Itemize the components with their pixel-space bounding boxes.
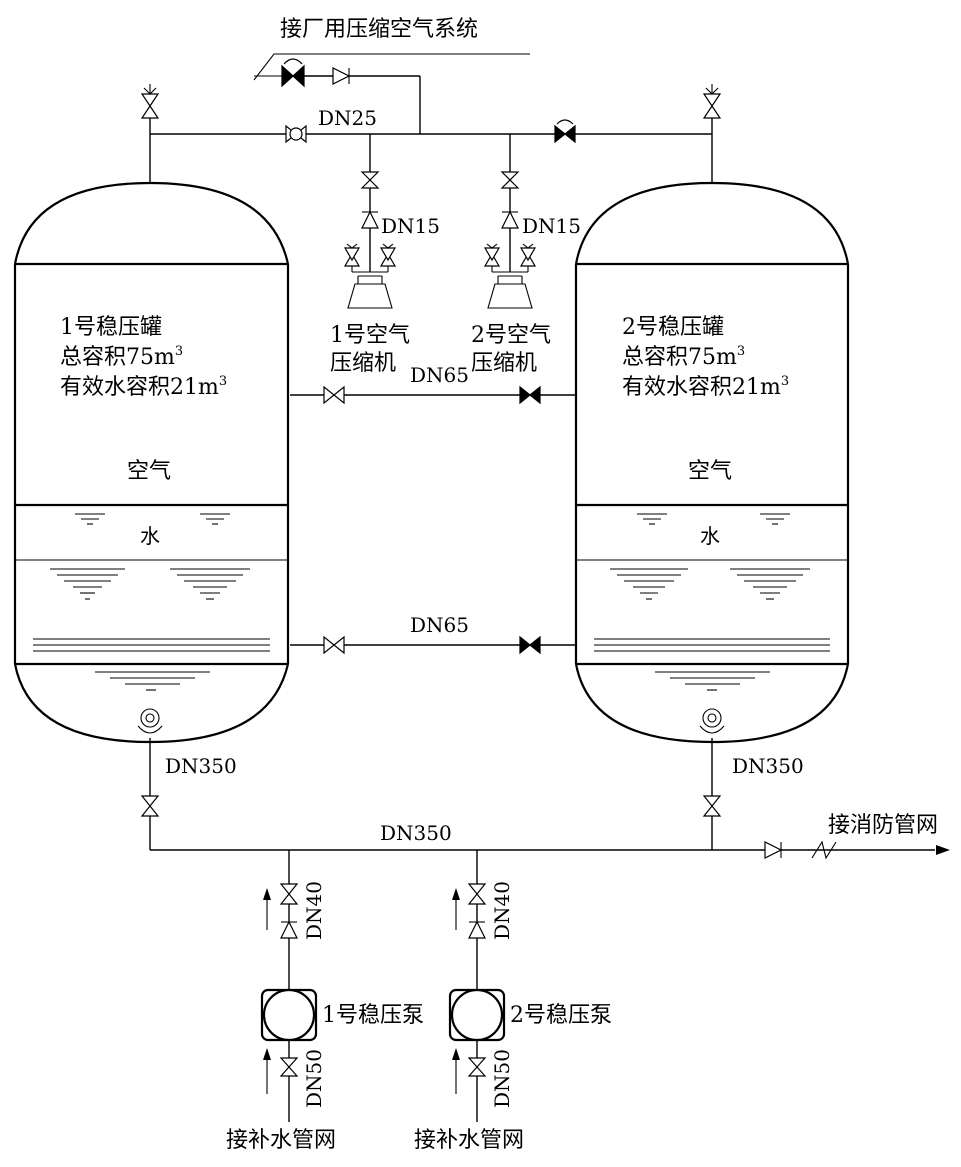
safety-valve-left-icon	[140, 84, 160, 119]
pump-2-branch	[452, 883, 487, 1094]
tank-2: 2号稳压罐 总容积75m3 有效水容积21m3 空气 水	[574, 181, 850, 744]
tank-1-air-label: 空气	[127, 459, 171, 484]
butterfly-valve-air-balance-icon	[519, 385, 541, 405]
tank-2-name: 2号稳压罐	[622, 315, 724, 340]
dn50-left-label: DN50	[302, 1049, 326, 1108]
butterfly-valve-right-icon	[554, 119, 576, 144]
dn65-air-label: DN65	[410, 363, 469, 387]
pump-1-icon	[260, 988, 318, 1042]
gate-valve-tank-1-outlet-icon	[140, 795, 160, 817]
dn65-water-label: DN65	[410, 613, 469, 637]
flexible-joint-icon	[811, 840, 837, 860]
air-supply-valve-icon	[281, 58, 305, 88]
compressor-2-label-line2: 压缩机	[471, 351, 537, 376]
makeup-water-left-label: 接补水管网	[226, 1128, 336, 1153]
dn350-main-label: DN350	[380, 821, 452, 845]
pump-2-label: 2号稳压泵	[510, 1003, 612, 1028]
air-compressor-1-icon	[343, 243, 397, 309]
makeup-water-right-label: 接补水管网	[414, 1128, 524, 1153]
tank-2-water-label: 水	[700, 524, 720, 548]
gate-valve-air-balance-icon	[323, 385, 345, 405]
compressed-air-system-label: 接厂用压缩空气系统	[280, 17, 478, 42]
dn15-right-label: DN15	[522, 214, 581, 238]
water-level-marks	[33, 513, 270, 691]
butterfly-valve-dn25-icon	[285, 124, 307, 144]
fire-network-label: 接消防管网	[828, 813, 938, 838]
air-supply-check-valve-icon	[332, 67, 351, 85]
tank-2-air-label: 空气	[688, 459, 732, 484]
tank-2-effective-volume: 有效水容积21m3	[622, 374, 789, 400]
compressor-2-label-line1: 2号空气	[471, 323, 551, 348]
dn50-right-label: DN50	[490, 1049, 514, 1108]
compressor-branch-right	[500, 171, 520, 229]
safety-valve-right-icon	[702, 84, 722, 119]
compressor-1-label-line1: 1号空气	[330, 323, 410, 348]
anti-vortex-outlet-icon	[699, 708, 725, 734]
tank-2-total-volume: 总容积75m3	[622, 344, 745, 370]
tank-1-effective-volume: 有效水容积21m3	[60, 374, 227, 400]
pump-1-branch	[263, 883, 299, 1094]
dn350-right-label: DN350	[732, 754, 804, 778]
dn15-left-label: DN15	[381, 214, 440, 238]
compressor-branch-left	[360, 171, 380, 229]
gate-valve-water-balance-icon	[323, 635, 345, 655]
air-compressor-2-icon	[483, 243, 537, 309]
dn40-right-label: DN40	[490, 881, 514, 940]
compressor-1-label-line2: 压缩机	[330, 351, 396, 376]
dn350-left-label: DN350	[165, 754, 237, 778]
tank-1-total-volume: 总容积75m3	[60, 344, 183, 370]
tank-1-water-label: 水	[140, 524, 160, 548]
water-level-marks	[594, 513, 830, 691]
pump-1-label: 1号稳压泵	[322, 1003, 424, 1028]
fire-network-check-valve-icon	[764, 841, 783, 859]
tank-1-name: 1号稳压罐	[60, 315, 162, 340]
dn40-left-label: DN40	[302, 881, 326, 940]
tank-1: 1号稳压罐 总容积75m3 有效水容积21m3 空气 水	[13, 181, 290, 744]
butterfly-valve-water-balance-icon	[519, 635, 541, 655]
dn25-label: DN25	[318, 106, 377, 130]
anti-vortex-outlet-icon	[137, 708, 163, 734]
flow-arrow-fire-network-icon	[936, 845, 950, 855]
gate-valve-tank-2-outlet-icon	[702, 795, 722, 817]
pump-2-icon	[448, 988, 506, 1042]
